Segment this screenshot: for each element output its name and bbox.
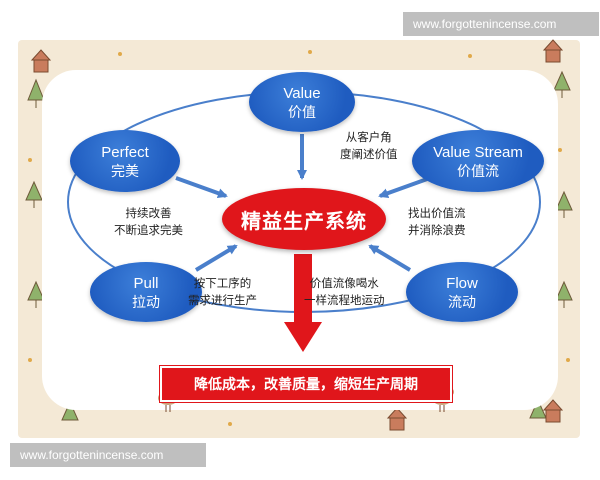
note-pull-line-2: 需求进行生产: [188, 295, 257, 307]
node-value: Value 价值: [249, 72, 355, 132]
node-flow-en: Flow: [446, 274, 478, 292]
node-value-stream-en: Value Stream: [433, 143, 523, 161]
note-customer: 从客户角 度阐述价值: [340, 130, 398, 164]
arrow-value-stream-to-center: [378, 176, 431, 198]
star-icon: [28, 50, 570, 426]
down-arrow: [284, 254, 322, 352]
node-value-zh: 价值: [288, 103, 316, 120]
note-customer-line-2: 度阐述价值: [340, 149, 398, 161]
note-customer-line-1: 从客户角: [345, 132, 392, 144]
node-flow-zh: 流动: [448, 293, 476, 310]
node-pull-zh: 拉动: [132, 293, 160, 310]
node-value-stream: Value Stream 价值流: [412, 130, 544, 192]
arrow-pull-to-center: [194, 244, 238, 272]
watermark-bottom: www.forgottenincense.com: [10, 443, 206, 467]
note-value-stream-line-2: 并消除浪费: [408, 225, 466, 237]
center-node: 精益生产系统: [222, 188, 386, 250]
node-pull: Pull 拉动: [90, 262, 202, 322]
arrow-flow-to-center: [368, 244, 412, 272]
note-perfect-line-1: 持续改善: [125, 208, 172, 220]
note-pull-line-1: 按下工序的: [193, 278, 252, 290]
node-perfect-en: Perfect: [101, 143, 149, 161]
arrow-perfect-to-center: [175, 176, 228, 198]
note-pull: 按下工序的 需求进行生产: [188, 276, 257, 310]
note-flow: 价值流像喝水 一样流程地运动: [304, 276, 385, 310]
tree-icon: [25, 70, 573, 421]
node-perfect: Perfect 完美: [70, 130, 180, 192]
node-flow: Flow 流动: [406, 262, 518, 322]
node-perfect-zh: 完美: [111, 162, 139, 179]
house-icon: [30, 39, 564, 431]
note-perfect-line-2: 不断追求完美: [114, 225, 183, 237]
note-perfect: 持续改善 不断追求完美: [114, 206, 183, 240]
note-value-stream-line-1: 找出价值流: [408, 208, 466, 220]
note-flow-line-2: 一样流程地运动: [304, 295, 385, 307]
node-pull-en: Pull: [133, 274, 159, 292]
node-value-stream-zh: 价值流: [457, 162, 499, 179]
watermark-top: www.forgottenincense.com: [403, 12, 599, 36]
node-value-en: Value: [283, 84, 321, 102]
result-banner: 降低成本，改善质量，缩短生产周期: [159, 365, 453, 403]
note-flow-line-1: 价值流像喝水: [309, 278, 379, 290]
note-value-stream: 找出价值流 并消除浪费: [408, 206, 466, 240]
